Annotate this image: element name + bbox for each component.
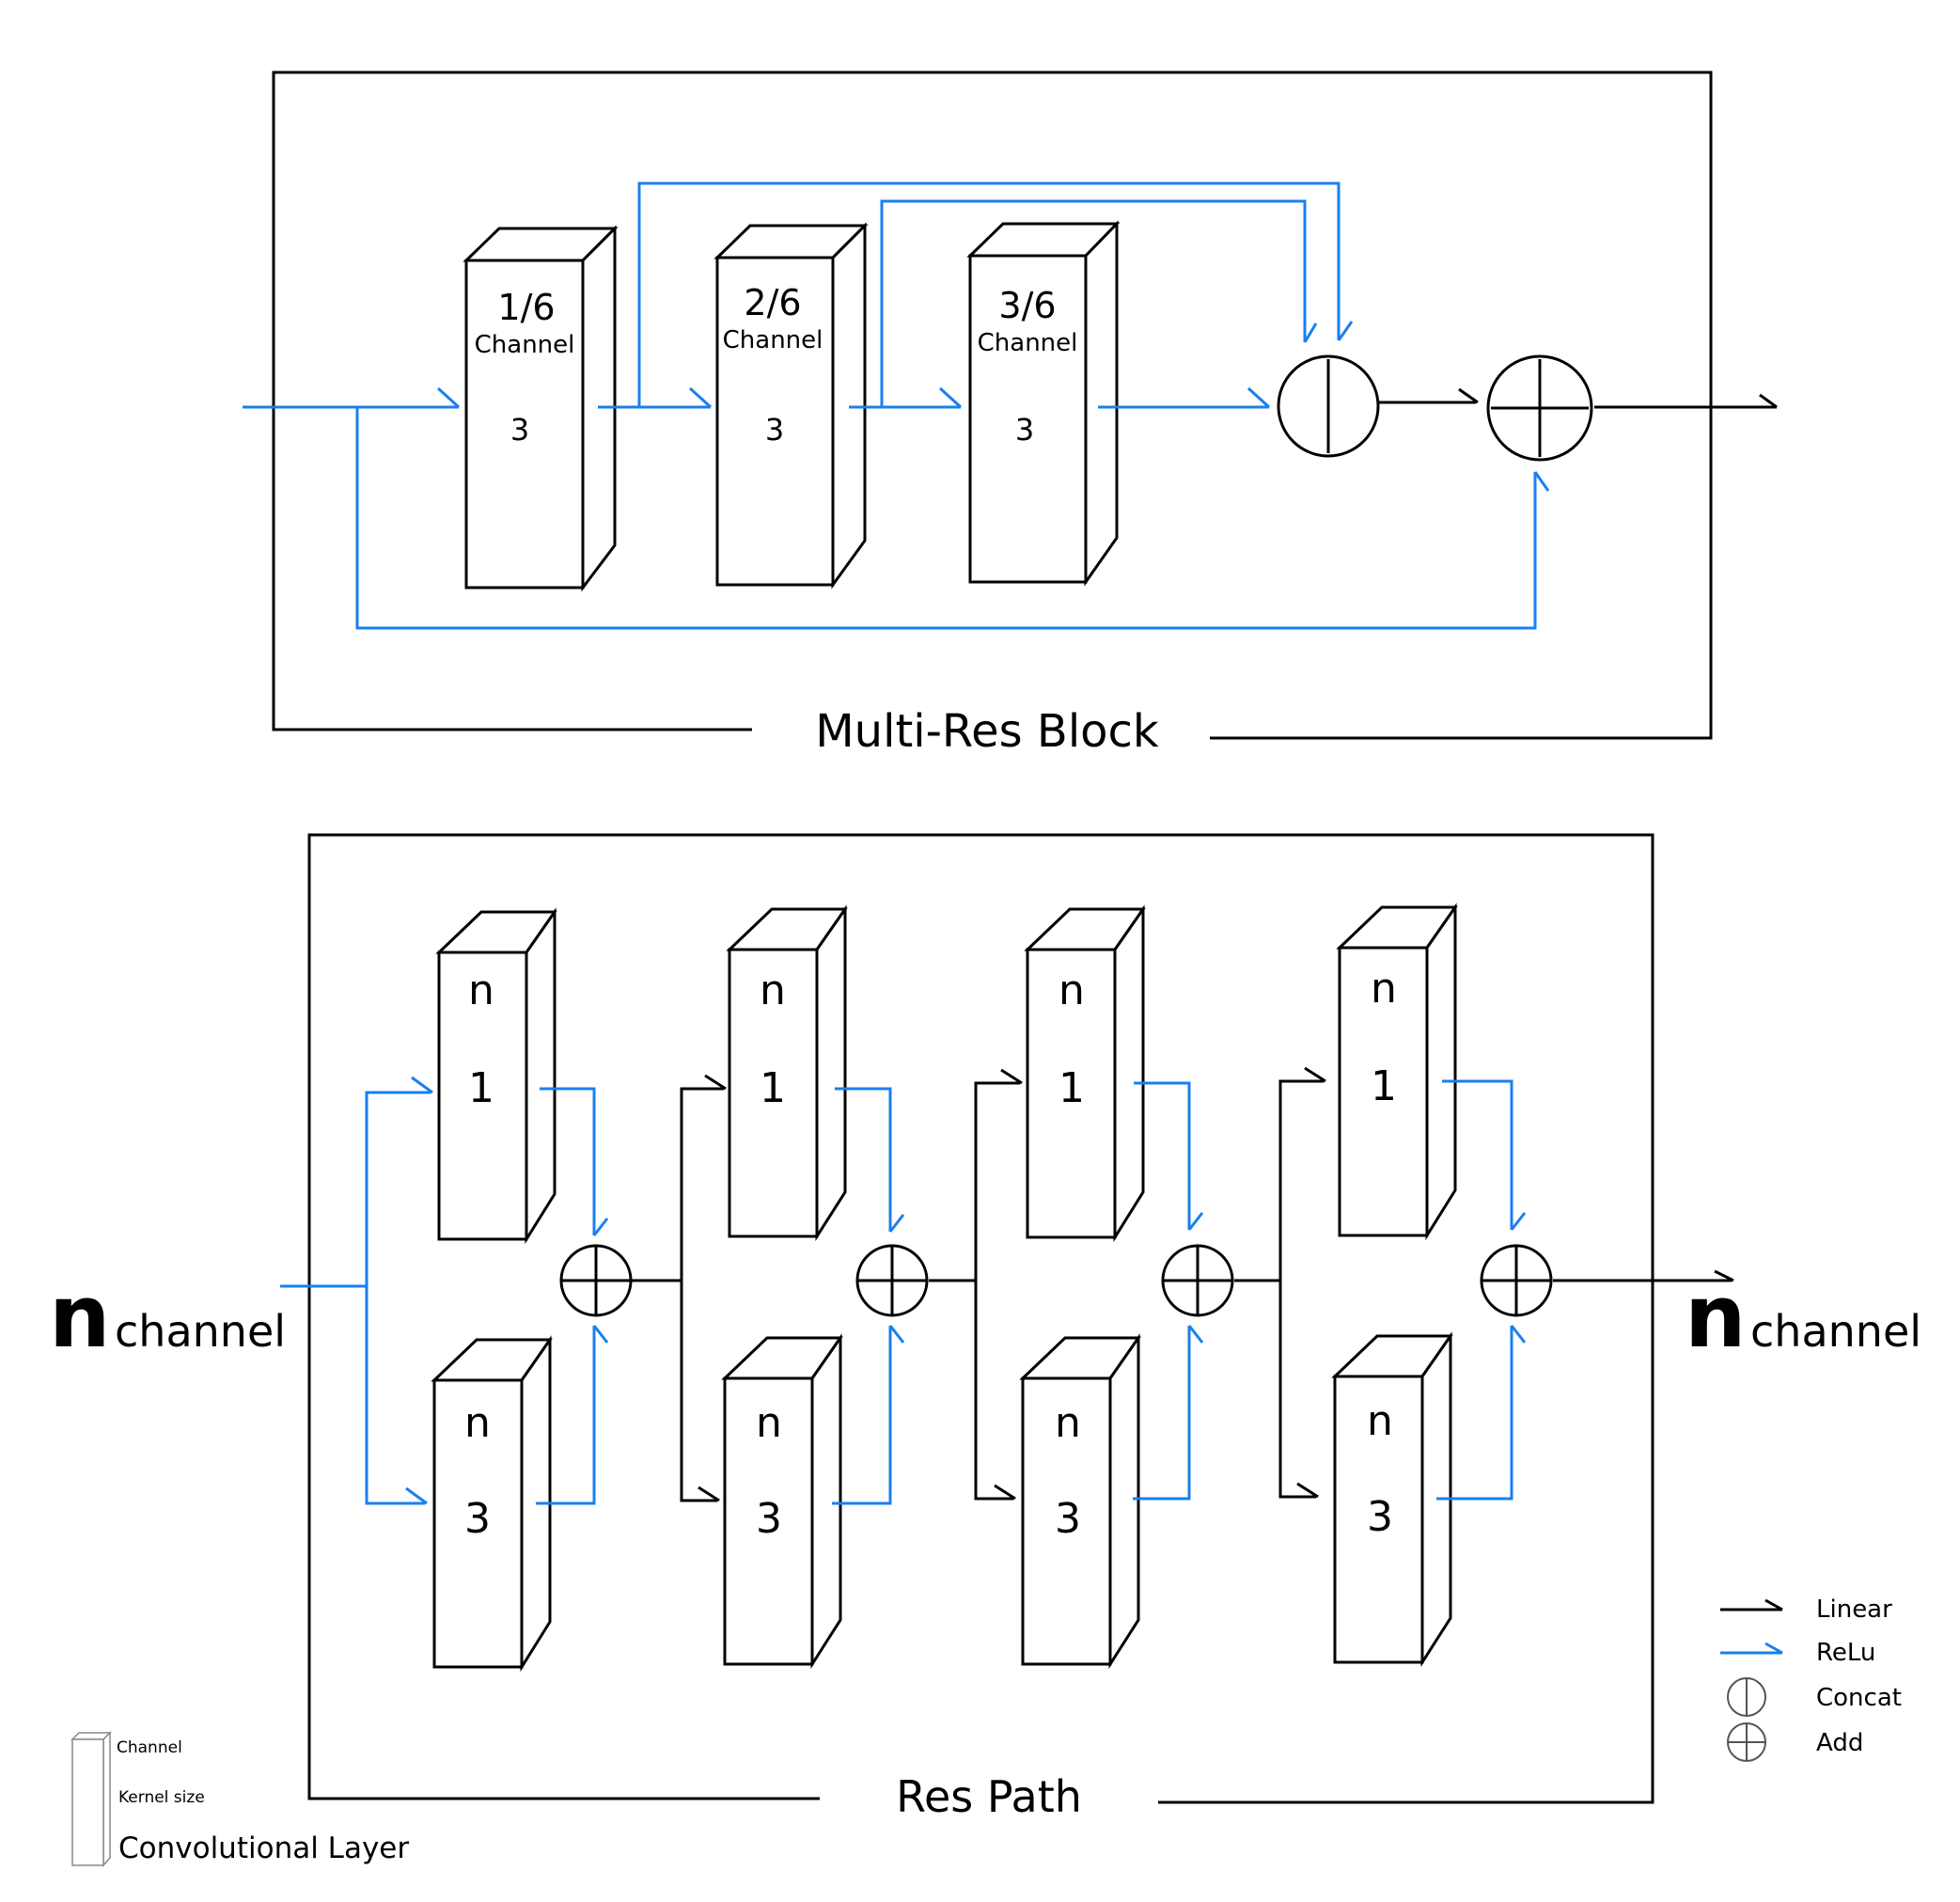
conv-legend-icon [71,1738,104,1866]
respath-conv-1-bottom: n 3 [431,1335,553,1673]
legend-add: Add [1727,1722,1863,1762]
respath-conv-2-top: n 1 [726,904,848,1242]
multires-relu-connections [243,181,1550,630]
legend-linear: Linear [1720,1595,1892,1624]
respath-conv-4-bottom-kernel: 3 [1367,1493,1393,1541]
legend-relu-label: ReLu [1816,1639,1875,1667]
respath-add-1 [559,1244,633,1317]
respath-output-label: channel [1750,1306,1921,1357]
multires-conv-1-kernel: 3 [510,412,529,448]
respath-conv-3-bottom: n 3 [1019,1333,1141,1670]
respath-conv-3-bottom-channel: n [1055,1399,1081,1447]
conv-legend-title: Convolutional Layer [118,1831,409,1865]
respath-conv-1-top-channel: n [468,967,494,1014]
multires-conv-1-fraction: 1/6 [497,287,555,328]
multires-conv-2-kernel: 3 [765,412,784,448]
respath-conv-2-bottom-channel: n [756,1399,782,1447]
legend-linear-label: Linear [1816,1595,1892,1624]
multires-conv-2-fraction: 2/6 [744,282,801,323]
multires-conv-3: 3/6 Channel 3 [966,220,1121,587]
respath-conv-4-bottom-channel: n [1367,1397,1393,1445]
respath-conv-2-top-kernel: 1 [760,1064,786,1112]
respath-block: Res Path n channel n channel n 1 n 3 [49,833,1921,1822]
legend-concat: Concat [1727,1677,1902,1717]
multires-add-node [1486,354,1593,462]
multires-frame [272,71,1713,740]
legend-concat-label: Concat [1816,1684,1902,1712]
respath-conv-1-bottom-kernel: 3 [464,1495,491,1543]
respath-add-4 [1480,1244,1553,1317]
respath-conv-2-top-channel: n [760,967,786,1014]
multires-conv-3-fraction: 3/6 [998,285,1056,326]
multires-title: Multi-Res Block [815,705,1159,758]
respath-stage-3: n 1 n 3 [929,904,1234,1670]
legend-add-label: Add [1816,1729,1863,1757]
respath-conv-2-bottom: n 3 [721,1333,843,1670]
respath-conv-4-top-channel: n [1371,965,1397,1013]
respath-title: Res Path [896,1771,1082,1822]
respath-conv-4-bottom: n 3 [1331,1331,1453,1668]
legend: Linear ReLu Concat Add [1720,1595,1902,1762]
conv-legend-kernel: Kernel size [118,1788,205,1807]
respath-conv-4-top: n 1 [1336,903,1458,1241]
respath-stage-2: n 1 n 3 [632,904,929,1670]
respath-output-n: n [1685,1266,1747,1367]
respath-stage-4: n 1 n 3 [1234,903,1734,1668]
multires-conv-1-channel: Channel [475,331,575,359]
respath-add-2 [855,1244,929,1317]
multires-conv-2-channel: Channel [723,326,823,354]
respath-conv-3-top-kernel: 1 [1058,1064,1085,1112]
multires-conv-3-kernel: 3 [1015,412,1034,448]
respath-conv-2-bottom-kernel: 3 [756,1495,782,1543]
multires-block: Multi-Res Block 1/6 Channel 3 2/6 Channe… [243,71,1778,758]
multires-conv-2: 2/6 Channel 3 [713,222,869,589]
multires-concat-node [1277,354,1380,458]
conv-legend: Channel Kernel size Convolutional Layer [71,1731,409,1867]
respath-input-label: channel [115,1306,286,1357]
multires-conv-3-channel: Channel [978,329,1078,357]
respath-input-n: n [49,1266,111,1367]
respath-conv-1-bottom-channel: n [464,1399,491,1447]
legend-relu: ReLu [1720,1639,1875,1667]
respath-conv-1-top: n 1 [435,907,557,1245]
respath-conv-1-top-kernel: 1 [468,1064,494,1112]
respath-frame [307,833,1654,1804]
respath-add-3 [1161,1244,1234,1317]
respath-conv-3-bottom-kernel: 3 [1055,1495,1081,1543]
multires-conv-1: 1/6 Channel 3 [463,225,619,592]
respath-conv-3-top: n 1 [1024,904,1146,1243]
respath-conv-4-top-kernel: 1 [1371,1062,1397,1110]
respath-conv-3-top-channel: n [1058,967,1085,1014]
conv-legend-channel: Channel [117,1738,182,1757]
respath-stage-1: n 1 n 3 [280,907,633,1673]
